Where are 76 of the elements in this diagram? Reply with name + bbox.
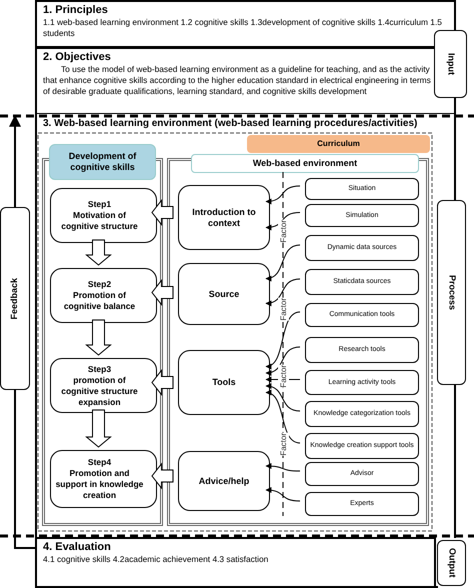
step-number: Step4 — [88, 457, 112, 468]
step-number: Step2 — [88, 279, 112, 290]
step-number: Step1 — [88, 199, 112, 210]
factor-axis-label: Factor — [278, 298, 289, 321]
factor-box — [305, 370, 419, 395]
arrow — [265, 212, 300, 230]
stage-label: Feedback — [8, 278, 20, 320]
section-text: 1.1 web-based learning environment 1.2 cognitive skills 1.3development of cognitive skills 1.4curriculum 1.5 students — [43, 17, 443, 39]
hollow-arrow — [151, 462, 174, 490]
arrow — [9, 114, 21, 207]
section-text: 4.1 cognitive skills 4.2academic achievement 4.3 satisfaction — [43, 554, 270, 565]
arrow — [265, 487, 300, 502]
section-heading: 1. Principles — [43, 4, 108, 18]
factor-box — [305, 204, 419, 227]
factor-box — [305, 269, 419, 295]
factor-axis-label: Factor — [278, 220, 289, 243]
step-text: Promotion of cognitive balance — [62, 290, 136, 312]
step-box — [50, 268, 157, 323]
factor-box — [305, 337, 419, 363]
step-box — [50, 188, 157, 243]
section-heading: 4. Evaluation — [43, 541, 111, 555]
stage-label: Output — [446, 548, 458, 578]
step-text: Promotion and support in knowledge creation — [55, 468, 144, 501]
factor-box — [305, 303, 419, 327]
step-box — [50, 450, 157, 508]
process-label: Introduction to context — [191, 206, 257, 228]
process-box — [178, 263, 270, 325]
stage-tab — [434, 30, 467, 98]
factor-box — [305, 492, 419, 516]
factor-axis-label: Factor — [278, 433, 289, 456]
arrow — [265, 346, 300, 376]
hollow-arrow — [151, 199, 174, 226]
arrow — [265, 278, 300, 306]
process-label: Advice/help — [198, 476, 250, 486]
arrow — [265, 186, 300, 204]
section-text: To use the model of web-based learning environment as a guideline for teaching, and as the activity that enhance cognitive skills according to the higher education standard in electrical engineering in terms of desirable graduate qualifications, learning standard, and cognitive skills development — [43, 64, 432, 97]
panel-header: Web-based environment — [191, 154, 419, 173]
connector-line — [14, 390, 35, 549]
curriculum-label: Curriculum — [317, 138, 360, 150]
factor-axis-label: Factor — [278, 365, 289, 388]
hollow-arrow — [85, 240, 112, 266]
process-label: Source — [208, 288, 240, 300]
stage-label: Input — [445, 53, 458, 75]
stage-tab — [437, 540, 466, 586]
section-box — [35, 47, 456, 115]
process-box — [178, 451, 270, 511]
hollow-arrow — [85, 410, 112, 448]
hollow-arrow — [85, 320, 112, 356]
section-box — [35, 0, 456, 48]
process-box — [178, 185, 270, 250]
factor-box — [305, 462, 419, 486]
factor-box — [305, 178, 419, 200]
factor-box — [305, 401, 419, 427]
step-number: Step3 — [88, 364, 112, 374]
arrow — [265, 390, 300, 444]
panel-header: Development of cognitive skills — [49, 144, 156, 180]
factor-box — [305, 433, 419, 459]
stage-tab — [0, 207, 30, 390]
arrow — [265, 463, 300, 472]
step-text: Motivation of cognitive structure — [60, 210, 139, 232]
arrow — [265, 244, 300, 281]
process-box — [178, 350, 270, 415]
stage-label: Process — [446, 274, 458, 310]
stage-tab — [437, 200, 466, 385]
section-box — [35, 537, 436, 588]
arrow — [265, 384, 300, 412]
step-box — [50, 358, 157, 413]
curriculum-bar — [247, 135, 430, 153]
process-label: Tools — [212, 377, 236, 388]
section-heading: 2. Objectives — [43, 51, 111, 65]
section-heading: 3. Web-based learning environment (web-based learning procedures/activities) — [43, 118, 418, 130]
factor-box — [305, 235, 419, 261]
hollow-arrow — [151, 369, 174, 396]
hollow-arrow — [151, 279, 174, 306]
step-text: promotion of cognitive structure expansion — [60, 374, 139, 408]
arrow — [265, 312, 300, 368]
